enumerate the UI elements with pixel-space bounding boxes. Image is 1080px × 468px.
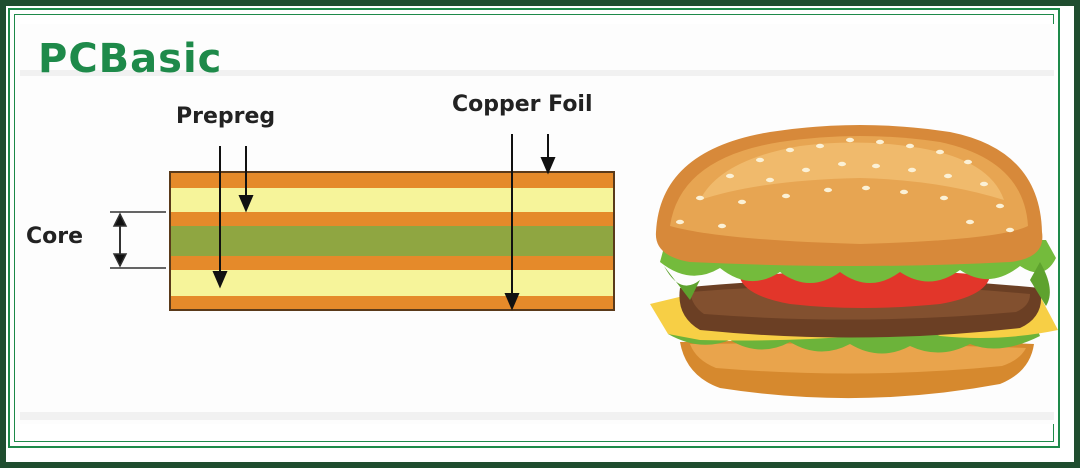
core-dimension-marker bbox=[110, 211, 166, 269]
layer-copper-top bbox=[170, 172, 614, 188]
layer-prepreg-bottom bbox=[170, 270, 614, 296]
copper-arrow-short-head bbox=[540, 157, 556, 175]
core-arrow-down bbox=[112, 253, 128, 268]
layer-copper-bottom bbox=[170, 296, 614, 310]
stack-outline bbox=[169, 171, 615, 311]
top-band bbox=[20, 70, 1054, 76]
layer-copper-mid-bottom bbox=[170, 256, 614, 270]
prepreg-label: Prepreg bbox=[176, 104, 276, 129]
layer-core bbox=[170, 226, 614, 256]
copper-arrow-long-head bbox=[504, 293, 520, 311]
pointer-arrows bbox=[212, 134, 556, 311]
prepreg-arrow-short-head bbox=[238, 195, 254, 213]
core-arrow-up bbox=[112, 212, 128, 227]
frame-border-outer bbox=[8, 8, 1060, 448]
layer-copper-mid-top bbox=[170, 212, 614, 226]
logo-text: PCBasic bbox=[38, 36, 223, 82]
core-label: Core bbox=[26, 224, 84, 249]
layer-prepreg-top bbox=[170, 188, 614, 212]
sesame-seeds bbox=[676, 137, 1014, 233]
layer-stack bbox=[169, 171, 615, 311]
copper-foil-label: Copper Foil bbox=[452, 92, 593, 117]
hamburger-icon bbox=[650, 125, 1058, 399]
bottom-band bbox=[20, 412, 1054, 420]
prepreg-arrow-long-head bbox=[212, 271, 228, 289]
